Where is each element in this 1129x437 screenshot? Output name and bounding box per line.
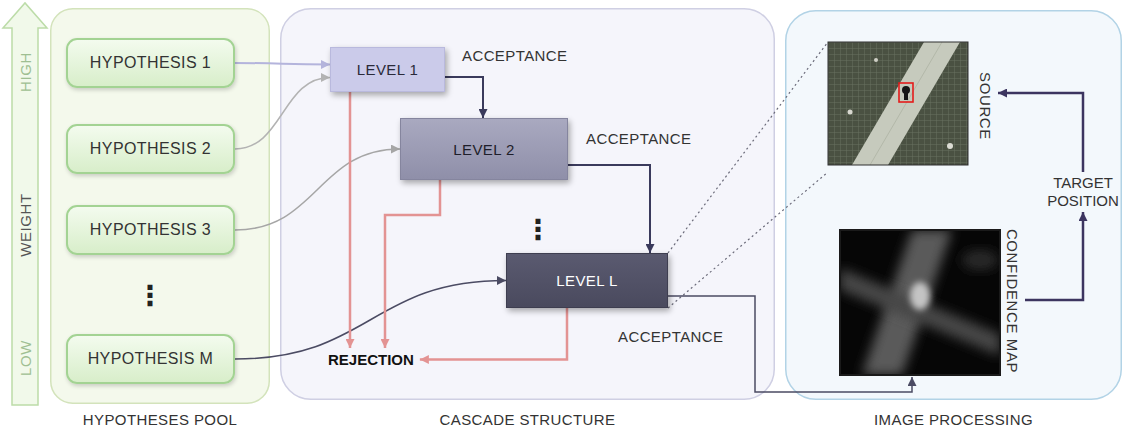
- hypothesis-box: HYPOTHESIS M: [66, 334, 235, 384]
- node-label: HYPOTHESIS 2: [90, 140, 211, 158]
- panel-caption: CASCADE STRUCTURE: [280, 411, 775, 428]
- aerial-photo: [828, 42, 968, 165]
- node-label: HYPOTHESIS 1: [90, 54, 211, 72]
- hypothesis-box: HYPOTHESIS 1: [66, 38, 235, 88]
- image-label: CONFIDENCE MAP: [1004, 229, 1021, 373]
- panel-caption: IMAGE PROCESSING: [785, 411, 1122, 428]
- node-label: LEVEL 1: [357, 61, 418, 78]
- group-panel: HYPOTHESES POOLHYPOTHESIS 1HYPOTHESIS 2H…: [50, 8, 270, 404]
- node-label: HYPOTHESIS M: [88, 350, 214, 368]
- ellipsis-mark: ⋮: [524, 216, 553, 244]
- edge-label: ACCEPTANCE: [618, 328, 723, 345]
- hypothesis-box: HYPOTHESIS 2: [66, 124, 235, 174]
- scale-end-label: HIGH: [18, 52, 33, 92]
- node-label: HYPOTHESIS 3: [90, 221, 211, 239]
- confidence-image: [840, 230, 1000, 375]
- weight-arrow: [3, 3, 47, 405]
- cascade-level: LEVEL 2: [400, 118, 568, 180]
- target-marker: [899, 83, 913, 102]
- panel-outline: [786, 11, 1122, 400]
- image-label: SOURCE: [977, 72, 994, 140]
- axis-label: WEIGHT: [18, 193, 33, 257]
- edge-label: ACCEPTANCE: [586, 130, 691, 147]
- confidence-map: CONFIDENCE MAP: [840, 225, 1025, 377]
- panel-caption: HYPOTHESES POOL: [50, 411, 270, 428]
- node-label: TARGET POSITION: [1047, 174, 1119, 209]
- group-panel: IMAGE PROCESSINGSOURCETARGET POSITIONCON…: [785, 10, 1122, 400]
- source-image: SOURCE: [828, 42, 998, 172]
- cascade-level: LEVEL L: [506, 253, 668, 308]
- target-position: TARGET POSITION: [1043, 172, 1123, 212]
- connector: [349, 92, 352, 348]
- cascade-level: LEVEL 1: [330, 47, 445, 92]
- ellipsis-mark: ⋮: [136, 282, 165, 310]
- hypothesis-box: HYPOTHESIS 3: [66, 205, 235, 255]
- node-label: REJECTION: [328, 351, 414, 368]
- rejection-sink: REJECTION: [322, 348, 420, 371]
- node-label: LEVEL L: [556, 272, 617, 289]
- panel-outline: [51, 9, 270, 404]
- node-label: LEVEL 2: [453, 141, 514, 158]
- panel-outline: [281, 9, 775, 400]
- scale-end-label: LOW: [18, 340, 33, 376]
- edge-label: ACCEPTANCE: [462, 47, 567, 64]
